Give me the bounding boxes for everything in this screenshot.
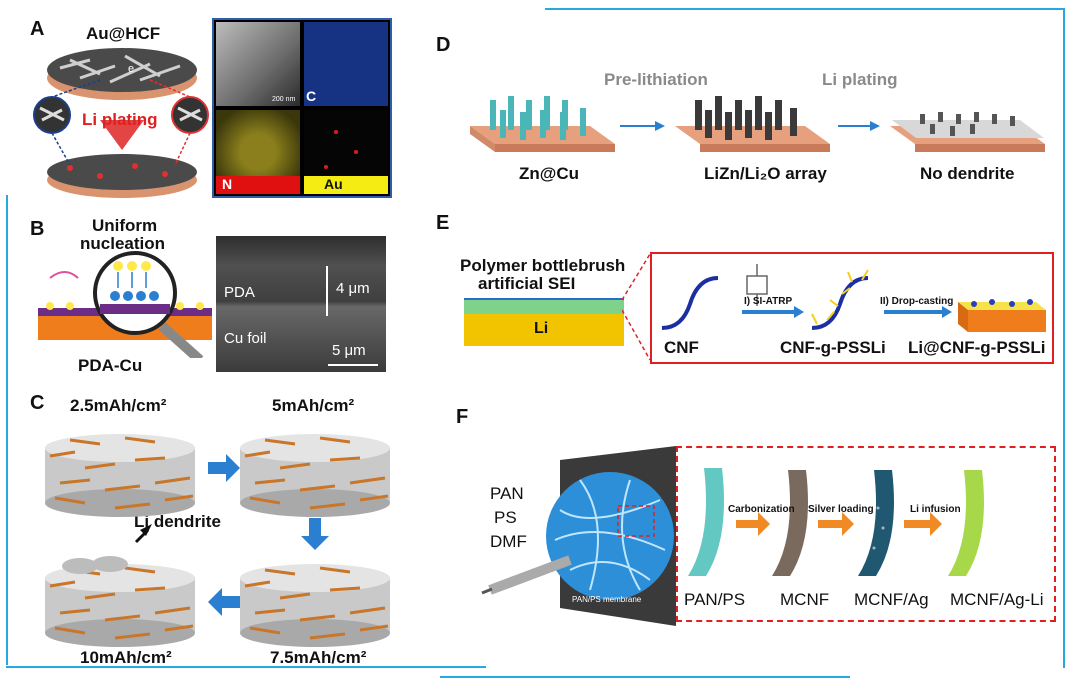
panel-c-step-2: 5mAh/cm² (272, 396, 355, 415)
panel-a-nitrogen-label: N (216, 176, 300, 194)
panel-d-schematic (470, 96, 1045, 152)
panel-d-step2: Li plating (822, 70, 898, 89)
panel-b-scalebar: 5 μm (332, 342, 366, 359)
panel-a-schematic: e (33, 48, 209, 198)
panel-b-layer-bottom: Cu foil (224, 330, 267, 347)
panel-f-step-3: Li infusion (910, 504, 961, 515)
panel-b-letter: B (30, 218, 45, 240)
frame-line-bottom2 (440, 676, 850, 678)
panel-a-process-label: Li plating (82, 110, 158, 129)
panel-f-membrane (481, 446, 676, 626)
panel-c-step-4: 10mAh/cm² (80, 648, 172, 667)
panel-e-detail (661, 264, 1046, 332)
frame-line-bottom (6, 666, 486, 668)
panel-e-detail-box (650, 252, 1054, 364)
panel-e-zoom-lines (622, 253, 651, 361)
panel-a-carbon-map (304, 22, 388, 106)
panel-f-letter: F (456, 406, 469, 428)
panel-a-sem-image (216, 22, 300, 106)
panel-d-stage-2: LiZn/Li₂O array (704, 164, 827, 183)
panel-e-li-block (464, 314, 624, 346)
panel-a-electron: e (128, 63, 134, 75)
panel-f-stage-2: MCNF (780, 590, 830, 609)
panel-e-letter: E (436, 212, 450, 234)
panel-b-layer-top: PDA (224, 284, 255, 301)
panel-d-step1: Pre-lithiation (604, 70, 708, 89)
panel-e-stage-3: Li@CNF-g-PSSLi (908, 338, 1046, 357)
panel-b-thickness: 4 μm (336, 280, 370, 297)
panel-e-sei-layer (464, 298, 624, 316)
panel-e-title-line2: artificial SEI (478, 274, 576, 293)
frame-line-right (1063, 8, 1065, 668)
frame-line-top (545, 8, 1065, 10)
panel-b-title-line2: nucleation (80, 234, 166, 253)
panel-a-material-label: Au@HCF (86, 24, 161, 43)
panel-e-stage-1: CNF (664, 338, 699, 357)
panel-e-li-label: Li (534, 320, 549, 337)
panel-f-precursor-2: PS (494, 508, 517, 527)
panel-b-schematic (38, 251, 212, 358)
panel-e-step2: II) Drop-casting (880, 296, 954, 307)
panel-f-membrane-label: PAN/PS membrane (572, 595, 642, 604)
panel-f-step-2: Silver loading (808, 504, 874, 515)
panel-c-annotation: Li dendrite (134, 512, 221, 531)
panel-c-step-3: 7.5mAh/cm² (270, 648, 367, 667)
panel-a-letter: A (30, 18, 45, 40)
panel-f-stage-4: MCNF/Ag-Li (950, 590, 1044, 609)
panel-e-stage-2: CNF-g-PSSLi (780, 338, 886, 357)
panel-d-stage-3: No dendrite (920, 164, 1015, 183)
panel-f-detail-box (676, 446, 1056, 622)
panel-f-stage-1: PAN/PS (684, 590, 746, 609)
panel-f-step-1: Carbonization (728, 504, 795, 515)
panel-a-carbon-label: C (306, 88, 317, 104)
panel-d-letter: D (436, 34, 451, 56)
panel-f-fibers (688, 468, 984, 576)
panel-a-scalebar: 200 nm (272, 96, 296, 103)
panel-b-substrate-label: PDA-Cu (78, 356, 143, 375)
panel-b-sem: PDA 4 μm Cu foil 5 μm (216, 236, 386, 372)
panel-f-precursor-1: PAN (490, 484, 524, 503)
panel-a-gold-label: Au (304, 176, 388, 194)
panel-b-thickness-arrow (326, 266, 328, 316)
panel-c-letter: C (30, 392, 45, 414)
panel-c-cylinders (43, 432, 390, 648)
panel-a-micrograph-frame: 200 nm C N Au (212, 18, 392, 198)
panel-e-step1: I) SI-ATRP (744, 296, 793, 307)
panel-d-stage-1: Zn@Cu (519, 164, 580, 183)
frame-line-left (6, 195, 8, 665)
panel-f-precursor-3: DMF (490, 532, 527, 551)
panel-c-step-1: 2.5mAh/cm² (70, 396, 167, 415)
panel-f-stage-3: MCNF/Ag (854, 590, 929, 609)
panel-b-title-line1: Uniform (92, 216, 158, 235)
panel-b-scalebar-line (328, 364, 378, 366)
panel-e-title-line1: Polymer bottlebrush (460, 256, 626, 275)
